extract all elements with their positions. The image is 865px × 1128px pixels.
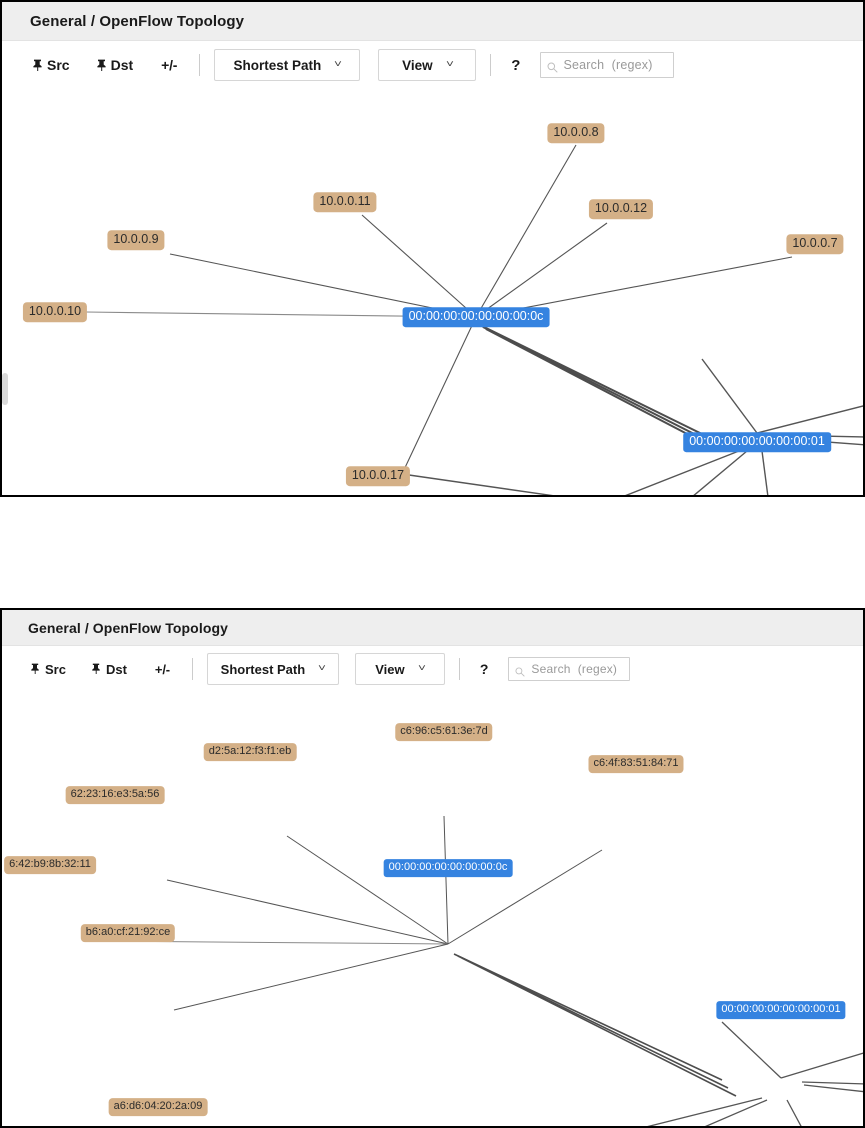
switch-node[interactable]: 00:00:00:00:00:00:00:0c <box>402 307 550 327</box>
chevron-down-icon: ˅ <box>318 663 327 674</box>
search-icon <box>547 60 559 73</box>
search-box[interactable] <box>508 657 631 681</box>
src-pin-button[interactable]: Src <box>24 54 78 76</box>
host-node[interactable]: 10.0.0.9 <box>107 230 165 250</box>
search-input[interactable] <box>529 661 624 677</box>
view-value: View <box>375 661 405 677</box>
chevron-down-icon: ˅ <box>445 59 454 70</box>
chevron-down-icon: ˅ <box>417 663 426 674</box>
zoom-plusminus-button[interactable]: +/- <box>147 659 178 680</box>
host-node[interactable]: 10.0.0.11 <box>313 192 377 212</box>
host-node[interactable]: 10.0.0.8 <box>547 123 605 143</box>
host-node[interactable]: d2:5a:12:f3:f1:eb <box>203 743 297 761</box>
switch-node[interactable]: 00:00:00:00:00:00:00:01 <box>683 432 831 452</box>
host-node[interactable]: c6:96:c5:61:3e:7d <box>395 723 493 741</box>
host-node[interactable]: a6:d6:04:20:2a:09 <box>108 1098 208 1116</box>
page-title: General / OpenFlow Topology <box>28 619 229 636</box>
host-node[interactable]: 10.0.0.12 <box>588 199 654 219</box>
toolbar-divider <box>458 658 460 680</box>
panel-header-1: General / OpenFlow Topology <box>2 2 863 41</box>
toolbar-divider <box>191 658 193 680</box>
pin-icon <box>30 663 41 675</box>
path-mode-select[interactable]: Shortest Path ˅ <box>214 49 361 81</box>
dst-label: Dst <box>105 661 127 677</box>
toolbar-divider <box>199 54 201 76</box>
host-node[interactable]: b6:a0:cf:21:92:ce <box>80 924 176 942</box>
switch-node[interactable]: 00:00:00:00:00:00:00:01 <box>716 1001 846 1019</box>
view-value: View <box>402 57 433 73</box>
panel-header-2: General / OpenFlow Topology <box>2 610 863 646</box>
topology-graph-2[interactable]: c6:96:c5:61:3e:7d d2:5a:12:f3:f1:eb c6:4f:… <box>2 692 863 1126</box>
help-button[interactable]: ? <box>474 661 495 677</box>
src-label: Src <box>45 661 66 677</box>
path-mode-value: Shortest Path <box>220 661 306 677</box>
toolbar-1: Src Dst +/- Shortest Path ˅ View ˅ <box>2 41 863 89</box>
toolbar-divider <box>490 54 492 76</box>
search-input[interactable] <box>561 57 668 73</box>
pin-icon <box>91 663 102 675</box>
topology-panel-1: General / OpenFlow Topology Src Dst <box>0 0 865 497</box>
path-mode-value: Shortest Path <box>233 57 322 73</box>
dst-pin-button[interactable]: Dst <box>83 659 135 680</box>
view-select[interactable]: View ˅ <box>354 653 445 685</box>
pin-icon <box>96 59 107 71</box>
search-box[interactable] <box>540 52 675 78</box>
dst-pin-button[interactable]: Dst <box>88 54 142 76</box>
zoom-plusminus-button[interactable]: +/- <box>153 54 185 76</box>
host-node[interactable]: 10.0.0.10 <box>22 302 88 322</box>
src-pin-button[interactable]: Src <box>22 659 74 680</box>
help-button[interactable]: ? <box>505 57 526 74</box>
host-node[interactable]: 62:23:16:e3:5a:56 <box>65 786 165 804</box>
topology-edges-2 <box>96 815 863 1126</box>
toolbar-2: Src Dst +/- Shortest Path ˅ View ˅ <box>2 646 863 692</box>
search-icon <box>515 664 526 677</box>
scrollbar-thumb[interactable] <box>2 373 8 405</box>
chevron-down-icon: ˅ <box>334 59 343 70</box>
host-node[interactable]: 10.0.0.7 <box>786 234 844 254</box>
pin-icon <box>32 59 43 71</box>
host-node[interactable]: 6:42:b9:8b:32:11 <box>4 856 96 874</box>
topology-panel-2: General / OpenFlow Topology Src Dst <box>0 608 865 1128</box>
view-select[interactable]: View ˅ <box>378 49 477 81</box>
host-node[interactable]: c6:4f:83:51:84:71 <box>588 755 684 773</box>
switch-node[interactable]: 00:00:00:00:00:00:00:0c <box>383 859 513 877</box>
page-title: General / OpenFlow Topology <box>30 12 245 30</box>
topology-graph-1[interactable]: 10.0.0.8 10.0.0.11 10.0.0.12 10.0.0.9 10.0.0… <box>2 89 863 495</box>
src-label: Src <box>47 57 70 73</box>
dst-label: Dst <box>110 57 134 73</box>
host-node[interactable]: 10.0.0.17 <box>345 466 411 486</box>
path-mode-select[interactable]: Shortest Path ˅ <box>206 653 339 685</box>
